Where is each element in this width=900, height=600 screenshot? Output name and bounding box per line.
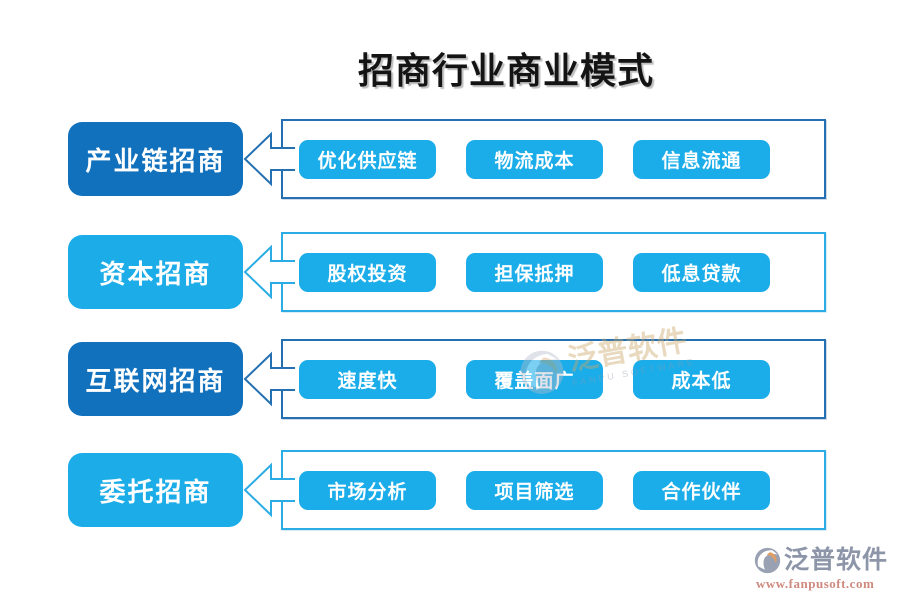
chip-item: 项目筛选 <box>466 471 603 510</box>
arrow-left-icon <box>243 244 295 300</box>
chip-item: 市场分析 <box>299 471 436 510</box>
chip-item: 成本低 <box>633 360 770 399</box>
arrow-left-icon <box>243 462 295 518</box>
chip-item: 股权投资 <box>299 253 436 292</box>
arrow-left-icon <box>243 131 295 187</box>
fanpu-swoosh-icon <box>754 547 781 574</box>
chip-item: 优化供应链 <box>299 140 436 179</box>
row-label-entrusted: 委托招商 <box>68 453 243 527</box>
chip-item: 速度快 <box>299 360 436 399</box>
row-panel: 市场分析 项目筛选 合作伙伴 <box>281 450 826 530</box>
footer-brand: 泛普软件 <box>783 547 888 574</box>
row-label-capital: 资本招商 <box>68 235 243 309</box>
row-panel: 股权投资 担保抵押 低息贷款 <box>281 232 826 312</box>
chip-item: 物流成本 <box>466 140 603 179</box>
row-panel: 优化供应链 物流成本 信息流通 <box>281 119 826 199</box>
row-panel: 速度快 覆盖面广 成本低 <box>281 339 826 419</box>
page-title: 招商行业商业模式 <box>357 51 654 91</box>
arrow-left-icon <box>243 351 295 407</box>
chip-item: 担保抵押 <box>466 253 603 292</box>
footer-url: www.fanpusoft.com <box>755 576 875 591</box>
chip-item: 合作伙伴 <box>633 471 770 510</box>
chip-item: 信息流通 <box>633 140 770 179</box>
chip-item: 覆盖面广 <box>466 360 603 399</box>
row-label-internet: 互联网招商 <box>68 342 243 416</box>
footer-logo: 泛普软件 www.fanpusoft.com <box>754 547 888 592</box>
chip-item: 低息贷款 <box>633 253 770 292</box>
row-label-industry-chain: 产业链招商 <box>68 122 243 196</box>
